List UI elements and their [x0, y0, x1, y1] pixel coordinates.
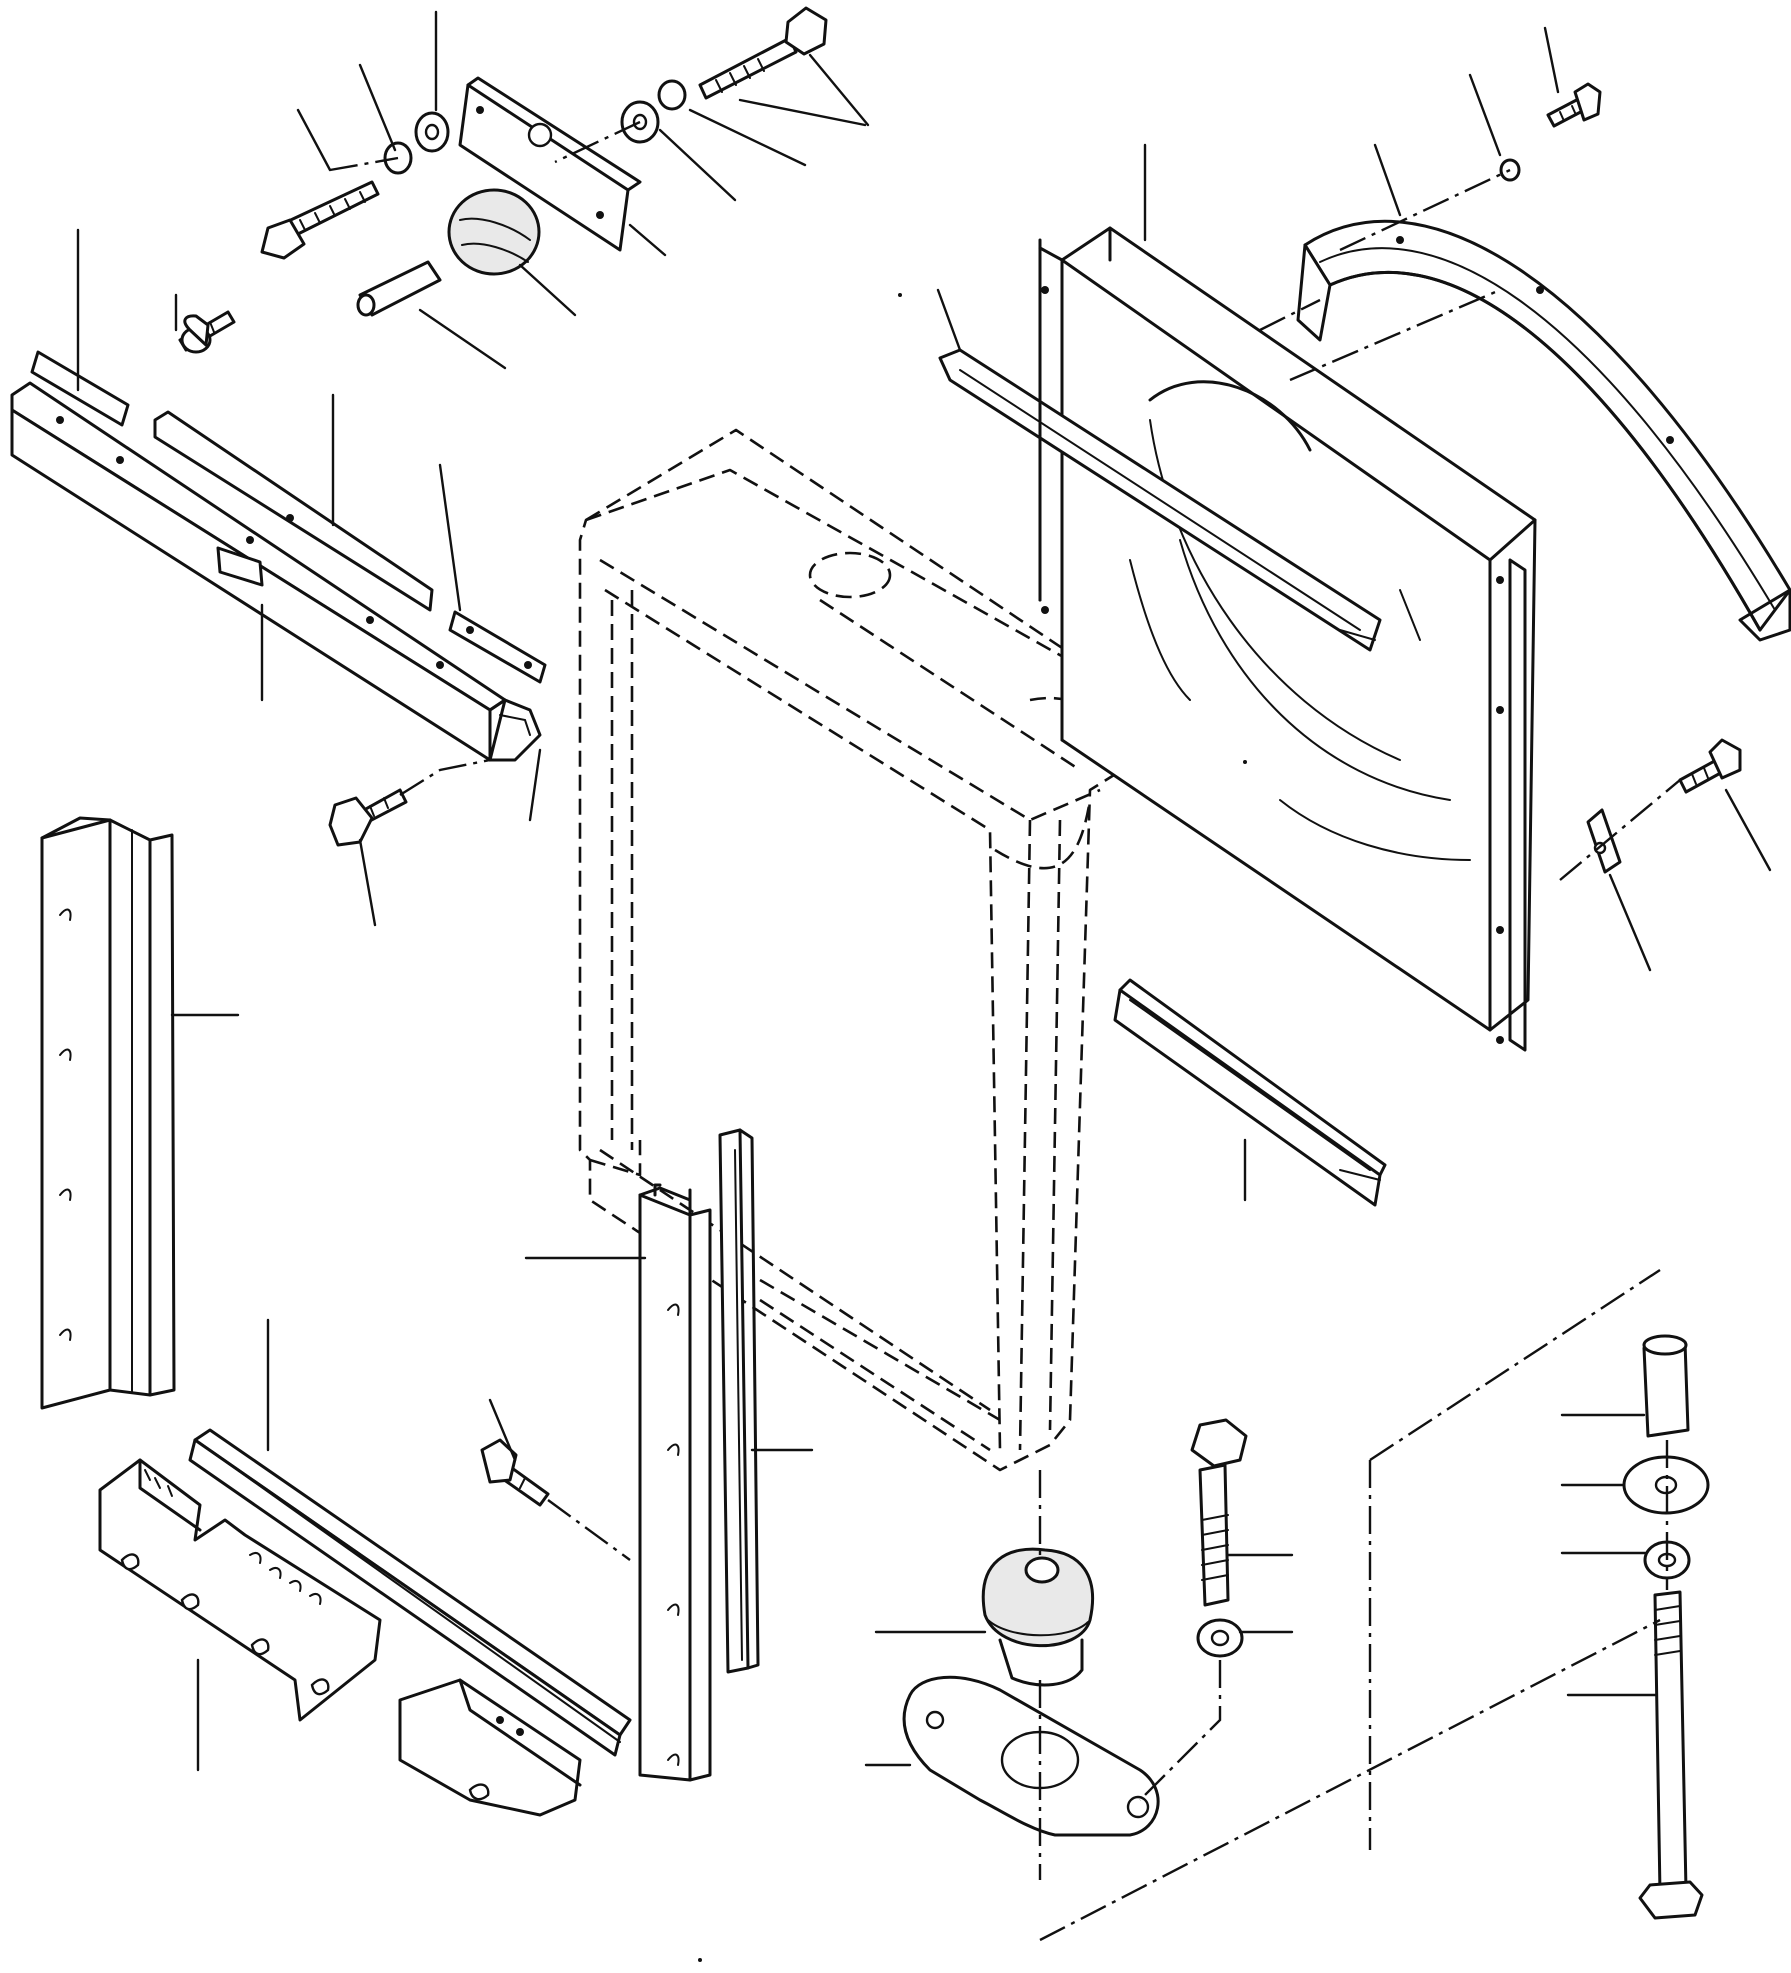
callout-leader: [438, 463, 462, 612]
callout-leader: [358, 63, 397, 152]
callout-leader: [1724, 788, 1772, 872]
fan-guard-ring: [1296, 219, 1791, 642]
callout-leader: [1543, 26, 1560, 94]
callout-leader: [1468, 73, 1502, 157]
callout-leader: [296, 108, 332, 172]
vertical-strip: [718, 1128, 760, 1674]
center-lines: [1038, 288, 1661, 1942]
callout-leaders: [76, 10, 1772, 1772]
callout-leader: [1608, 873, 1652, 972]
callout-leader: [1373, 143, 1402, 217]
callout-leader: [936, 288, 962, 352]
long-bolt-stack: [1622, 1334, 1710, 1920]
callout-leader: [688, 108, 807, 167]
callout-leader: [738, 98, 867, 127]
callout-leader: [518, 263, 577, 317]
lower-rubber-mount: [981, 1547, 1095, 1687]
lower-bolt: [1139, 1418, 1248, 1801]
callout-leader: [358, 838, 377, 927]
upper-bar: [10, 350, 547, 762]
callout-leader: [488, 1398, 517, 1462]
upper-rubber-mount: [356, 188, 541, 317]
upper-mount-bracket: [458, 76, 642, 252]
left-side-channel: [40, 816, 176, 1410]
callout-leader: [628, 223, 667, 257]
upper-hardware: [260, 6, 828, 260]
fan-shroud: [938, 226, 1537, 1207]
lower-base-bracket: [98, 1428, 632, 1817]
radiator-core-outline: [578, 428, 1142, 1472]
callout-leader: [808, 53, 870, 127]
mount-plate: [902, 1675, 1160, 1837]
callout-leader: [528, 748, 542, 822]
callout-leader: [658, 128, 737, 202]
flange-screws: [178, 82, 1742, 1561]
callout-leader: [418, 308, 507, 370]
right-side-channel: [638, 1183, 712, 1782]
